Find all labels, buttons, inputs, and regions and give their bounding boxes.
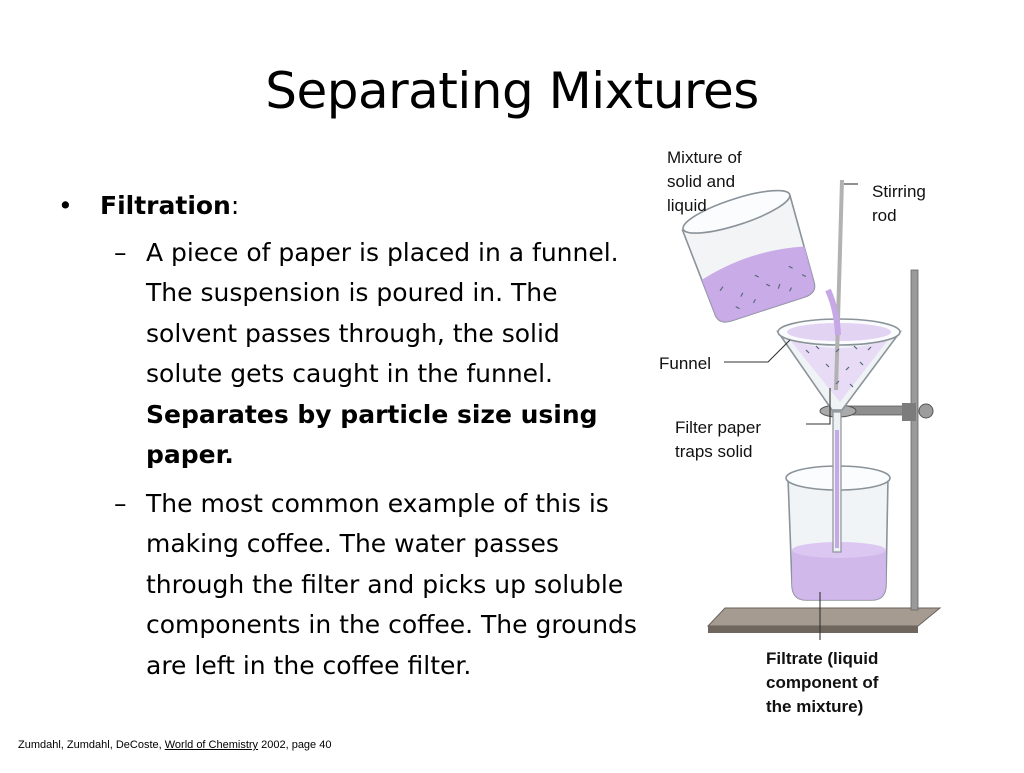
stand-base-top — [706, 607, 942, 627]
label-stirring-rod: Stirring rod — [872, 182, 926, 225]
sub-bullet-1: – A piece of paper is placed in a funnel… — [58, 233, 638, 476]
citation-details: 2002, page 40 — [258, 739, 332, 751]
bullet-term: Filtration — [100, 191, 231, 220]
stirring-rod — [834, 179, 844, 391]
clamp-knob — [918, 403, 934, 419]
stand-base-side — [708, 626, 918, 633]
sub-bullet-2: – The most common example of this is mak… — [58, 484, 638, 687]
citation-book-title: World of Chemistry — [164, 739, 259, 751]
bullet-content: • Filtration: – A piece of paper is plac… — [58, 186, 638, 686]
citation-authors: Zumdahl, Zumdahl, DeCoste, — [18, 739, 165, 751]
bullet-colon: : — [230, 191, 240, 220]
filtration-illustration — [681, 179, 942, 640]
sub-bullet-bold-text: Separates by particle size using paper. — [146, 399, 598, 470]
ring-stand-rod — [910, 269, 919, 611]
sub-bullet-text: A piece of paper is placed in a funnel. … — [146, 237, 619, 389]
bullet-marker: • — [58, 191, 73, 220]
dash-marker: – — [114, 237, 127, 267]
label-filtrate: Filtrate (liquid component of the mixtur… — [766, 649, 879, 716]
filtration-diagram: Mixture of solid and liquid Stirring rod… — [640, 140, 1024, 768]
filtrate-liquid — [792, 544, 886, 600]
tilted-beaker — [681, 189, 816, 323]
label-funnel: Funnel — [659, 354, 711, 373]
dash-marker: – — [114, 488, 127, 518]
label-filter-paper: Filter paper traps solid — [675, 418, 761, 461]
trapped-solid-particles — [805, 345, 872, 388]
slide-title: Separating Mixtures — [265, 62, 759, 120]
sub-bullet-text: The most common example of this is makin… — [146, 488, 637, 680]
label-mixture: Mixture of solid and liquid — [667, 148, 742, 215]
pouring-stream — [825, 288, 841, 336]
filter-paper — [790, 340, 888, 402]
label-leader-lines — [724, 183, 858, 640]
citation: Zumdahl, Zumdahl, DeCoste, World of Chem… — [18, 739, 331, 751]
stem-liquid — [835, 430, 839, 548]
bullet-filtration: • Filtration: — [58, 186, 638, 227]
clamp-holder — [902, 403, 916, 421]
